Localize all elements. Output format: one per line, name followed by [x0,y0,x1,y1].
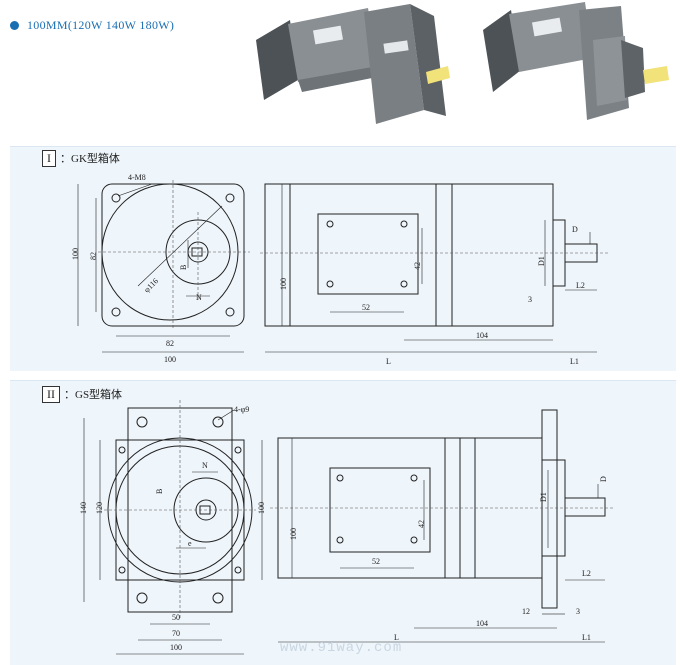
gs-label-holes: 4-φ9 [234,405,249,414]
gk-label-w100: 100 [164,355,176,364]
gs-side-l: L [394,633,399,642]
gs-side-l1: L1 [582,633,591,642]
gk-label-holes: 4-M8 [128,173,146,182]
gk-label-b: B [179,265,188,270]
gk-side-42: 42 [413,262,422,270]
gs-label-h100: 100 [257,502,266,514]
gk-label-h82: 82 [89,252,98,260]
gk-side-d: D [572,225,578,234]
gs-side-d1: D1 [539,492,548,502]
gs-label-w100: 100 [170,643,182,652]
gk-label-w82: 82 [166,339,174,348]
gk-label-n: N [196,293,202,302]
gk-side-104: 104 [476,331,488,340]
gs-label-e: e [188,539,192,548]
gk-side-52: 52 [362,303,370,312]
gk-side-d1: D1 [537,256,546,266]
motor-photo-gs [483,2,669,120]
motor-photo-gk [256,4,450,124]
gk-side-3: 3 [528,295,532,304]
gs-side-3: 3 [576,607,580,616]
section-label-gk: I：GK型箱体 [42,150,120,167]
gs-label-h140: 140 [79,502,88,514]
gk-side-l1: L1 [570,357,579,366]
gk-side-l2: L2 [576,281,585,290]
gs-label-n: N [202,461,208,470]
page-title: 100MM(120W 140W 180W) [27,18,175,32]
gs-side-52: 52 [372,557,380,566]
watermark: www.91way.com [280,640,403,656]
bullet-icon [10,21,19,30]
gk-label-h100: 100 [71,248,80,260]
gs-side-d: D [599,476,608,482]
gs-label-w50: 50 [172,613,180,622]
header: 100MM(120W 140W 180W) [10,18,174,33]
gs-side-12: 12 [522,607,530,616]
gs-side-h100: 100 [289,528,298,540]
gs-label-h120: 120 [95,502,104,514]
gs-label-b: B [155,489,164,494]
gs-side-l2: L2 [582,569,591,578]
gs-side-42: 42 [417,520,426,528]
section-label-gs: II：GS型箱体 [42,386,122,403]
gs-label-w70: 70 [172,629,180,638]
gk-side-l: L [386,357,391,366]
gs-side-104: 104 [476,619,488,628]
gk-side-h100: 100 [279,278,288,290]
